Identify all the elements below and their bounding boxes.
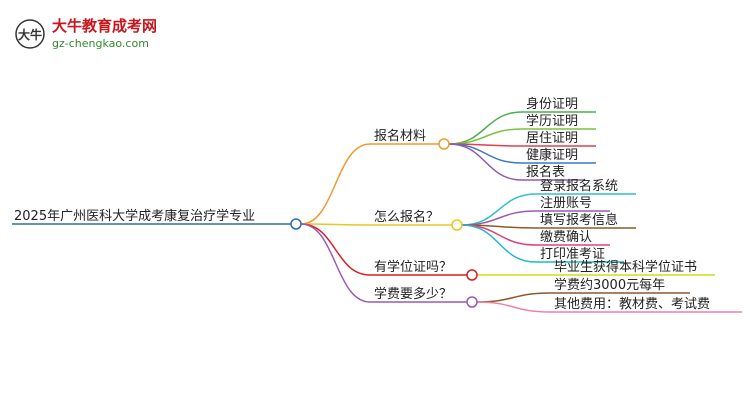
leaf-node: 登录报名系统 <box>536 178 636 195</box>
leaf-label: 学历证明 <box>526 113 578 129</box>
logo-title: 大牛教育成考网 <box>52 17 157 35</box>
leaf-connector <box>448 143 523 181</box>
leaf-node: 填写报考信息 <box>536 212 636 229</box>
branch-label: 学费要多少？ <box>374 286 452 302</box>
root-label: 2025年广州医科大学成考康复治疗学专业 <box>14 208 255 224</box>
branch-node: 有学位证吗？ <box>370 259 478 281</box>
leaf-label: 其他费用：教材费、考试费 <box>554 296 710 312</box>
leaf-connector <box>461 210 537 226</box>
root-node: 2025年广州医科大学成考康复治疗学专业 <box>12 208 302 230</box>
branch-label: 怎么报名？ <box>374 209 439 225</box>
logo-mark-text: 大牛 <box>18 27 42 42</box>
leaf-connector <box>476 292 551 303</box>
leaf-node: 打印准考证 <box>536 247 624 263</box>
leaf-label: 身份证明 <box>526 96 578 112</box>
leaf-node: 其他费用：教材费、考试费 <box>550 296 742 313</box>
branch-connector <box>300 223 371 303</box>
logo-mark-icon <box>15 19 45 49</box>
branch-node: 报名材料 <box>370 128 450 150</box>
leaf-node: 居住证明 <box>522 131 596 147</box>
branch-connector-dot <box>451 219 463 231</box>
mind-map-links <box>300 111 551 313</box>
leaf-label: 填写报考信息 <box>540 212 618 228</box>
leaf-label: 健康证明 <box>526 147 578 163</box>
leaf-connector <box>476 301 551 313</box>
leaf-label: 毕业生获得本科学位证书 <box>554 259 697 275</box>
branch-connector-dot <box>438 138 450 150</box>
leaf-label: 登录报名系统 <box>540 178 618 194</box>
branch-connector-dot <box>466 269 478 281</box>
root-connector-dot <box>290 218 302 230</box>
branch-connector <box>300 143 371 225</box>
leaf-node: 学费约3000元每年 <box>550 277 690 294</box>
leaf-label: 居住证明 <box>526 131 578 146</box>
logo-url: gz-chengkao.com <box>52 37 149 50</box>
branch-node: 怎么报名？ <box>370 209 463 231</box>
branch-connector <box>300 223 371 276</box>
leaf-label: 报名表 <box>526 164 565 180</box>
leaf-node: 注册账号 <box>536 196 610 212</box>
leaf-connector <box>448 143 523 164</box>
site-logo[interactable]: 大牛 大牛教育成考网 gz-chengkao.com <box>15 17 157 50</box>
leaf-connector <box>448 111 523 145</box>
leaf-node: 缴费确认 <box>536 230 610 246</box>
leaf-connector <box>461 193 537 226</box>
leaf-node: 身份证明 <box>522 96 596 113</box>
leaf-label: 注册账号 <box>540 196 592 211</box>
branch-connector-dot <box>466 296 478 308</box>
branch-connector <box>300 223 371 226</box>
leaf-node: 学历证明 <box>522 113 596 130</box>
leaf-label: 学费约3000元每年 <box>554 277 665 293</box>
leaf-node: 报名表 <box>522 164 584 181</box>
branch-node: 学费要多少？ <box>370 286 478 308</box>
leaf-node: 毕业生获得本科学位证书 <box>550 259 715 276</box>
leaf-label: 打印准考证 <box>540 247 605 262</box>
leaf-connector <box>448 128 523 145</box>
leaf-label: 缴费确认 <box>540 230 592 245</box>
branch-label: 有学位证吗？ <box>374 259 452 275</box>
branch-label: 报名材料 <box>374 128 426 144</box>
leaf-connector <box>461 224 537 263</box>
leaf-node: 健康证明 <box>522 147 596 164</box>
